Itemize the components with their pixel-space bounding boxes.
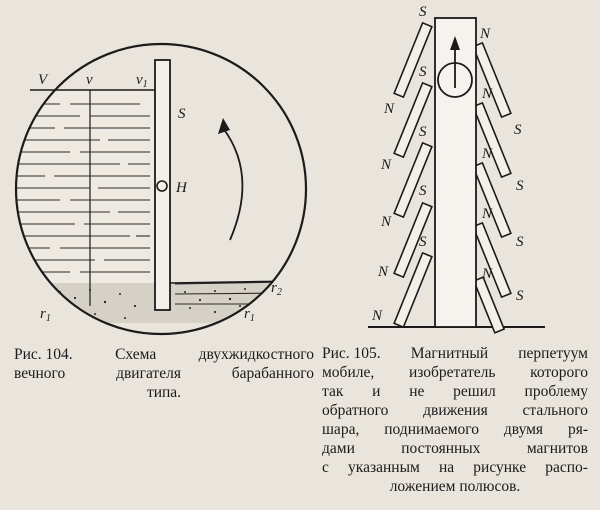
pole-label: S: [516, 178, 524, 194]
right-pole-labels: N S N S N S N S N: [479, 26, 524, 304]
pole-label: S: [514, 122, 522, 138]
caption-line: шара, поднимаемого двумя ря-: [322, 421, 588, 438]
rotation-arrowhead: [218, 118, 230, 134]
pole-label: S: [516, 288, 524, 304]
axis-h: [156, 180, 168, 192]
drum-circle: [14, 42, 308, 336]
caption-line: Рис. 105. Магнитный перпетуум: [322, 345, 588, 362]
pole-label: N: [377, 264, 389, 280]
pole-label: S: [419, 183, 427, 199]
caption-line: обратного движения стального: [322, 402, 588, 419]
caption-figure-105: Рис. 105. Магнитный перпетуум мобиле, из…: [322, 344, 588, 496]
label-s: S: [178, 106, 186, 122]
pole-label: S: [419, 4, 427, 20]
caption-line: дами постоянных магнитов: [322, 440, 588, 457]
pole-label: N: [380, 157, 392, 173]
caption-line: с указанным на рисунке распо-: [322, 459, 588, 476]
pole-label: S: [419, 234, 427, 250]
pole-label: N: [371, 308, 383, 324]
pole-label: N: [481, 206, 493, 222]
pole-label: N: [479, 26, 491, 42]
label-v1: v1: [136, 72, 148, 90]
pole-label: S: [419, 64, 427, 80]
caption-figure-104: Рис. 104. Схема двухжидкостного вечного …: [14, 345, 314, 402]
pole-label: N: [481, 146, 493, 162]
caption-line: ложением полюсов.: [389, 478, 521, 495]
caption-line: типа.: [146, 384, 182, 401]
up-arrowhead: [450, 36, 460, 50]
right-magnet-row: [472, 41, 512, 334]
pole-label: N: [481, 266, 493, 282]
pole-label: N: [383, 101, 395, 117]
pole-label: N: [481, 86, 493, 102]
pole-label: S: [419, 124, 427, 140]
left-magnet-row: [393, 21, 433, 329]
caption-line: Рис. 104. Схема двухжидкостного: [14, 346, 314, 363]
label-h: H: [175, 180, 188, 196]
label-v-left: V: [38, 72, 49, 88]
label-r2: r2: [271, 280, 282, 298]
label-v-mid: v: [86, 72, 93, 88]
label-r1-left: r1: [40, 306, 51, 324]
caption-line: так и не решил проблему: [322, 383, 588, 400]
pole-label: N: [380, 214, 392, 230]
figures-canvas: V v v1 S H r1 r1 r2: [14, 4, 545, 336]
caption-line: вечного двигателя барабанного: [14, 365, 314, 382]
figure-105-magnetic-ramp: S N S N S N S N S N N S N S N S N S N: [368, 4, 545, 334]
figure-104-drum-engine: V v v1 S H r1 r1 r2: [14, 42, 308, 336]
pole-label: S: [516, 234, 524, 250]
rotation-arrow: [222, 127, 244, 241]
caption-line: мобиле, изобретатель которого: [322, 364, 588, 381]
left-pole-labels: S N S N S N S N S N: [371, 4, 427, 324]
label-r1-right: r1: [244, 306, 255, 324]
